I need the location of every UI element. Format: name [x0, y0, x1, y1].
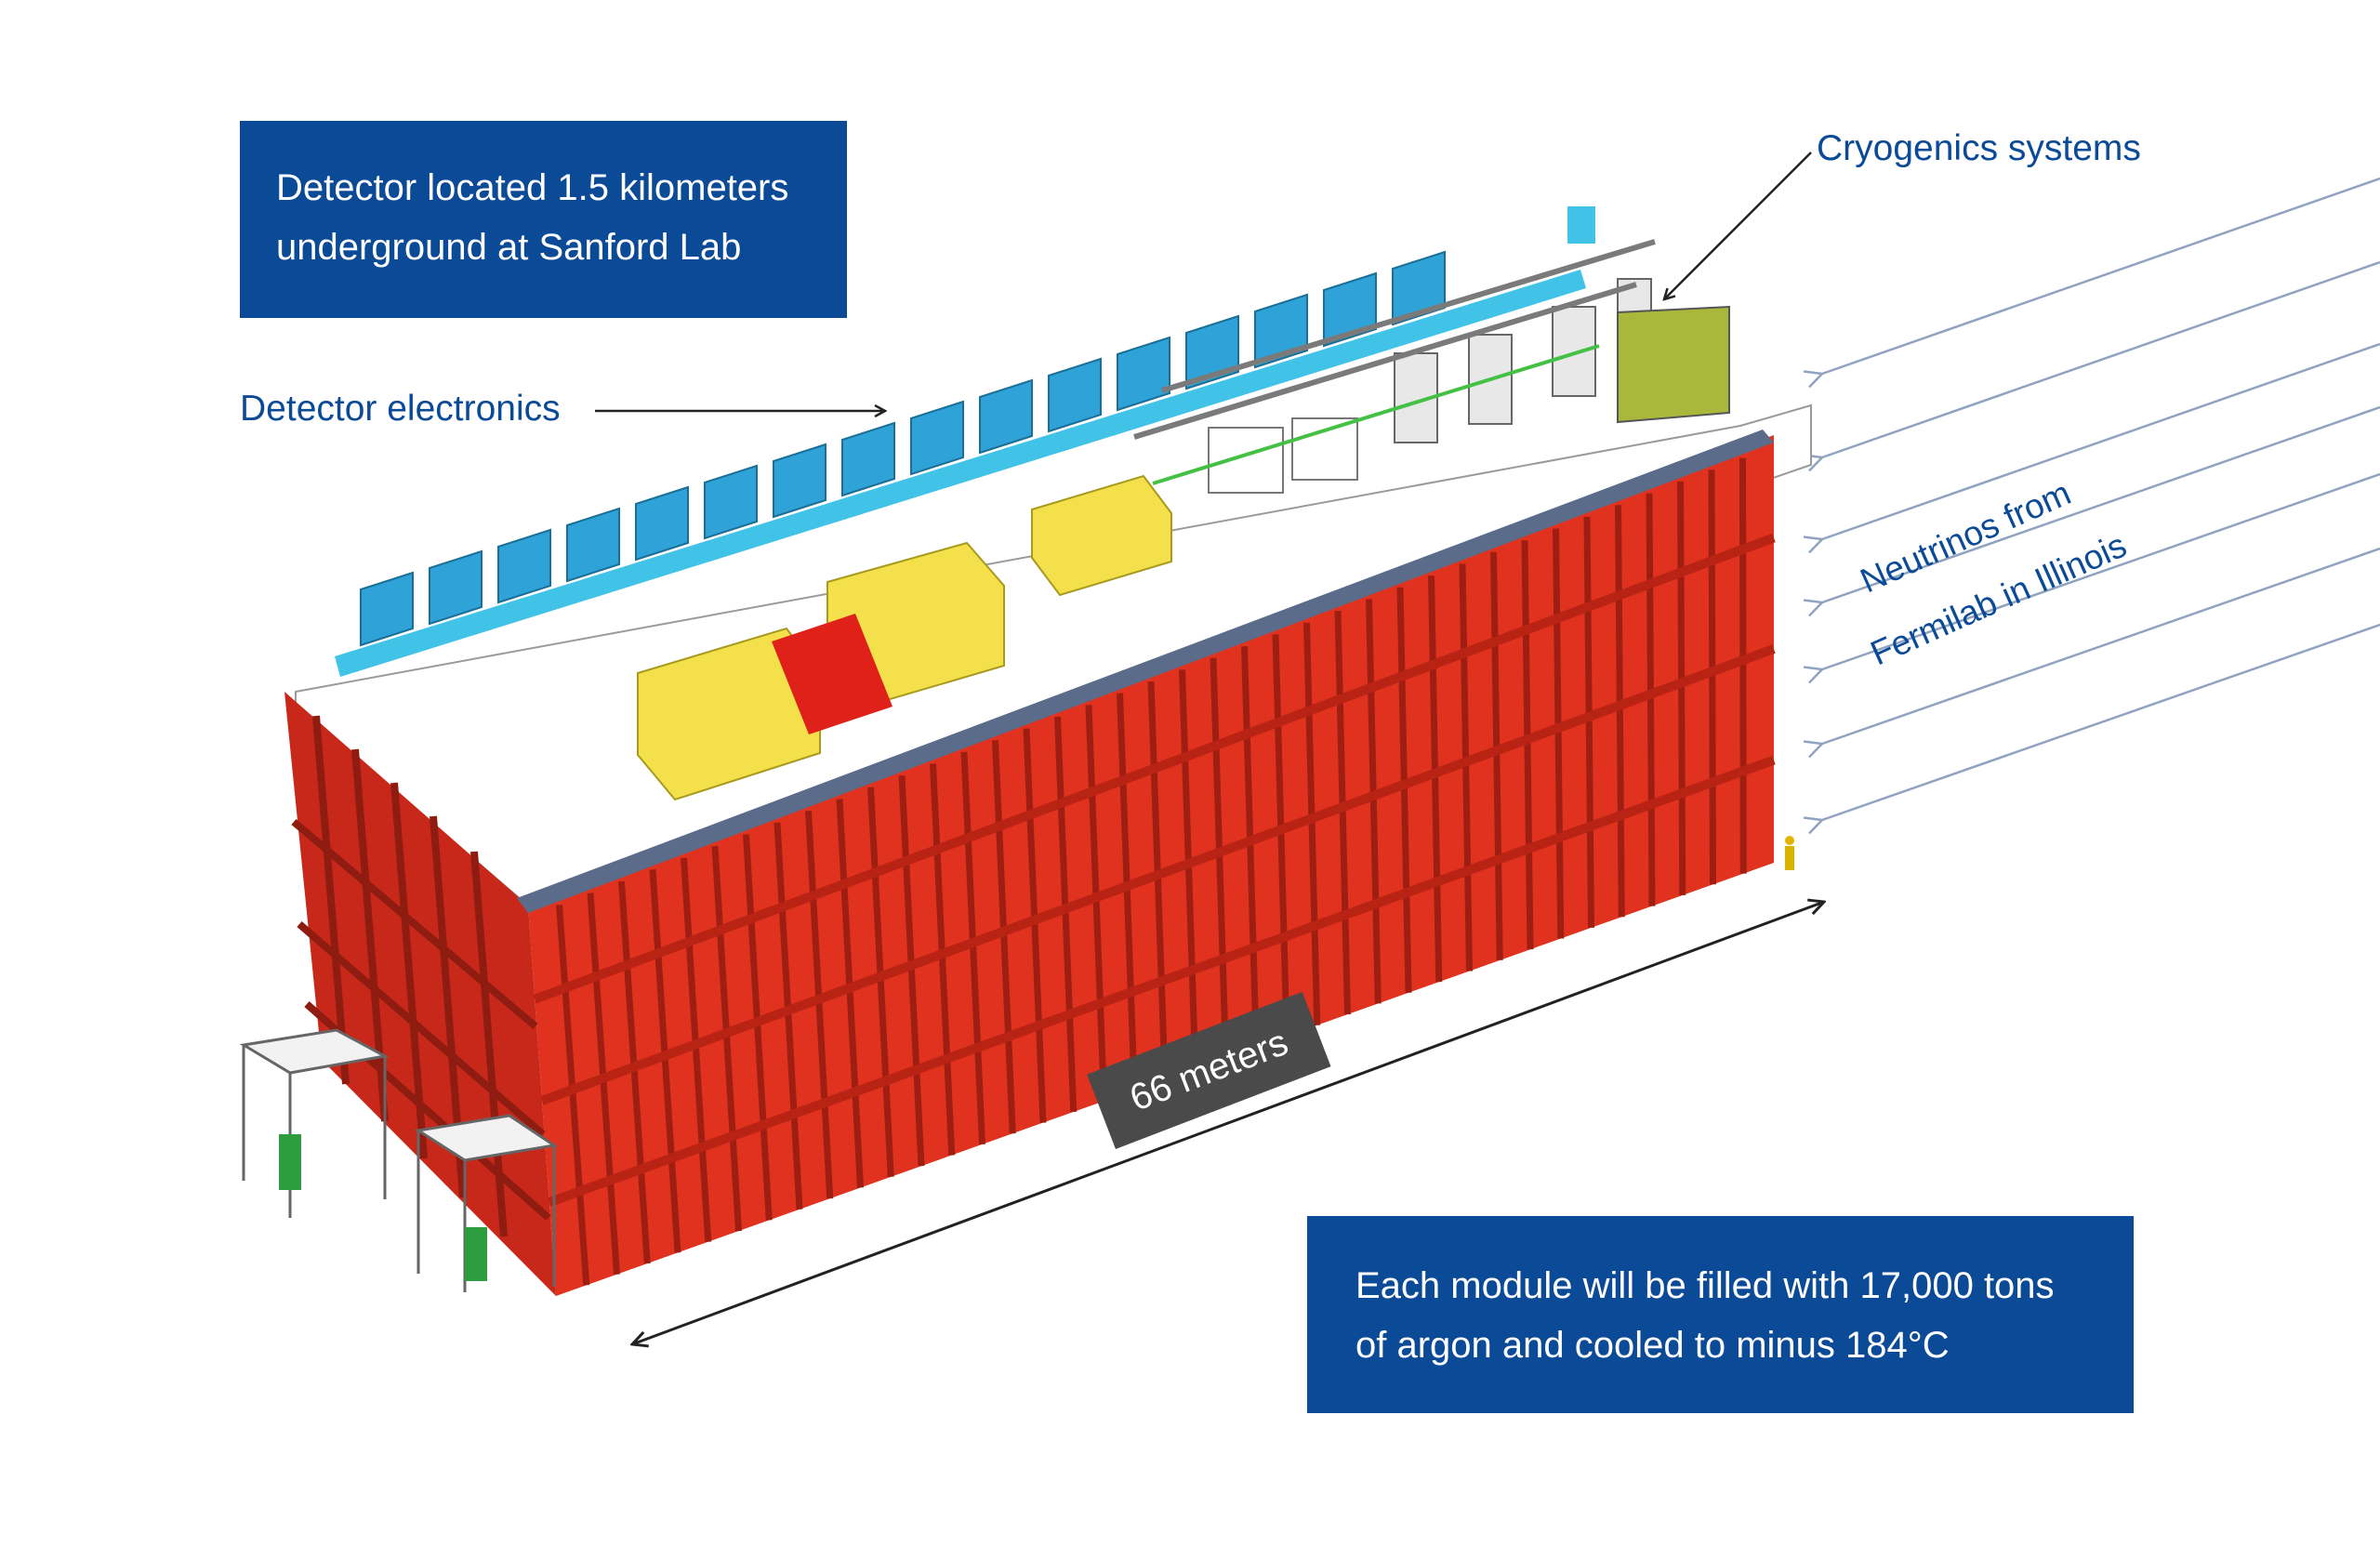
- argon-line-1: Each module will be filled with 17,000 t…: [1355, 1265, 2055, 1306]
- worker-figure: [1785, 836, 1794, 870]
- location-line-2: underground at Sanford Lab: [276, 227, 742, 268]
- argon-info-box: Each module will be filled with 17,000 t…: [1307, 1216, 2134, 1413]
- cryogenics-equipment: [1133, 206, 1730, 494]
- beam-line: [1822, 547, 2380, 744]
- location-line-1: Detector located 1.5 kilometers: [276, 167, 789, 208]
- detector-electronics-label: Detector electronics: [240, 389, 561, 429]
- cryostat-block: [704, 464, 758, 540]
- argon-line-2: of argon and cooled to minus 184°C: [1355, 1325, 1950, 1366]
- cryostat-blue-modules: [360, 250, 1446, 647]
- location-info-box: Detector located 1.5 kilometers undergro…: [240, 121, 847, 318]
- access-towers: [239, 1028, 558, 1292]
- cryostat-block: [497, 528, 551, 604]
- neutrino-beam-lines: [1822, 177, 2380, 820]
- back-cable-tray: [335, 270, 1586, 677]
- beam-line: [1822, 177, 2380, 374]
- rib: [1583, 516, 1594, 928]
- yellow-module-1: [637, 627, 821, 801]
- length-dimension-line: [632, 902, 1824, 1344]
- cryostat-block: [429, 549, 483, 626]
- beam-line: [1822, 260, 2380, 457]
- rib: [1739, 457, 1747, 874]
- cryostat-block: [635, 485, 689, 562]
- cryostat-block: [1048, 357, 1102, 433]
- beam-line: [1822, 472, 2380, 669]
- beam-line: [1822, 342, 2380, 539]
- rib: [587, 892, 620, 1275]
- rib: [1708, 469, 1716, 885]
- cryostat-block: [910, 400, 964, 476]
- detector-structure: [239, 206, 1812, 1296]
- yellow-module-3: [1031, 474, 1172, 597]
- beam-line: [1822, 405, 2380, 602]
- rib: [1490, 551, 1503, 960]
- rib: [1615, 505, 1625, 918]
- cryostat-block: [1117, 336, 1170, 412]
- rib: [1521, 540, 1534, 950]
- cryostat-block: [360, 571, 414, 647]
- top-walkway: [517, 430, 1774, 913]
- beam-line: [1822, 623, 2380, 820]
- cryostat-block: [841, 421, 895, 497]
- cryogenics-systems-label: Cryogenics systems: [1817, 128, 2141, 168]
- red-equipment-block: [772, 614, 892, 734]
- rib: [1553, 528, 1565, 939]
- rib: [1677, 481, 1686, 895]
- rib: [556, 905, 590, 1286]
- cryostat-block: [566, 507, 620, 583]
- cryostat-block: [773, 443, 826, 519]
- rib: [1646, 493, 1656, 906]
- cryogenics-pointer-arrow: [1664, 152, 1812, 299]
- cryostat-block: [979, 378, 1033, 455]
